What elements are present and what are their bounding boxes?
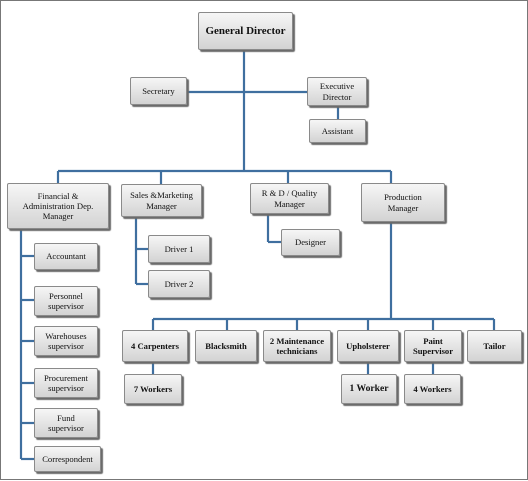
workers-box: 4 Workers [404,374,461,404]
production-unit-label: Upholsterer [346,340,390,351]
production-unit-box: Blacksmith [195,330,257,362]
financial-unit-label: Warehouses supervisor [45,330,87,351]
financial-unit-label: Accountant [46,251,86,262]
financial-unit-label: Personnel supervisor [48,290,84,311]
general-director-label: General Director [205,24,286,37]
production-unit-label: Tailor [483,340,506,351]
production-unit-label: Paint Supervisor [412,335,454,356]
rnd-manager-box: R & D / Quality Manager [250,183,329,214]
production-unit-box: 4 Carpenters [122,330,188,362]
workers-label: 7 Workers [133,383,173,394]
sales-unit-box: Driver 2 [148,270,210,298]
financial-manager-label: Financial & Administration Dep. Manager [22,190,94,222]
financial-unit-box: Fund supervisor [34,408,98,438]
production-unit-label: 2 Maintenance technicians [269,335,325,356]
assistant-label: Assistant [321,125,354,136]
executive-director-label: Executive Director [319,81,355,102]
financial-unit-box: Correspondent [34,446,101,472]
workers-box: 7 Workers [124,374,182,404]
workers-label: 1 Worker [349,383,389,395]
production-unit-box: Upholsterer [337,330,399,362]
production-manager-box: Production Manager [361,183,445,222]
sales-unit-label: Driver 2 [164,278,194,289]
financial-unit-box: Personnel supervisor [34,286,98,316]
financial-unit-label: Fund supervisor [48,412,84,433]
rnd-manager-label: R & D / Quality Manager [261,188,318,209]
financial-unit-label: Procurement supervisor [44,372,88,393]
financial-unit-box: Accountant [34,243,98,270]
financial-unit-box: Procurement supervisor [34,368,98,398]
production-unit-box: Tailor [467,330,522,362]
secretary-box: Secretary [130,77,187,105]
financial-unit-label: Correspondent [42,453,93,464]
production-unit-label: Blacksmith [205,340,247,351]
production-manager-label: Production Manager [384,192,422,213]
general-director-box: General Director [198,12,293,50]
production-unit-box: Paint Supervisor [404,330,462,362]
financial-unit-box: Warehouses supervisor [34,326,98,356]
production-unit-box: 2 Maintenance technicians [263,330,331,362]
assistant-box: Assistant [309,119,366,143]
rnd-unit-label: Designer [294,237,327,248]
workers-label: 4 Workers [413,383,452,394]
rnd-unit-box: Designer [281,229,340,256]
sales-manager-box: Sales &Marketing Manager [121,184,202,217]
secretary-label: Secretary [142,85,175,96]
sales-manager-label: Sales &Marketing Manager [130,190,193,211]
financial-manager-box: Financial & Administration Dep. Manager [7,183,109,229]
workers-box: 1 Worker [341,374,397,404]
sales-unit-box: Driver 1 [148,235,210,263]
sales-unit-label: Driver 1 [164,243,194,254]
production-unit-label: 4 Carpenters [131,340,179,351]
executive-director-box: Executive Director [307,77,367,106]
